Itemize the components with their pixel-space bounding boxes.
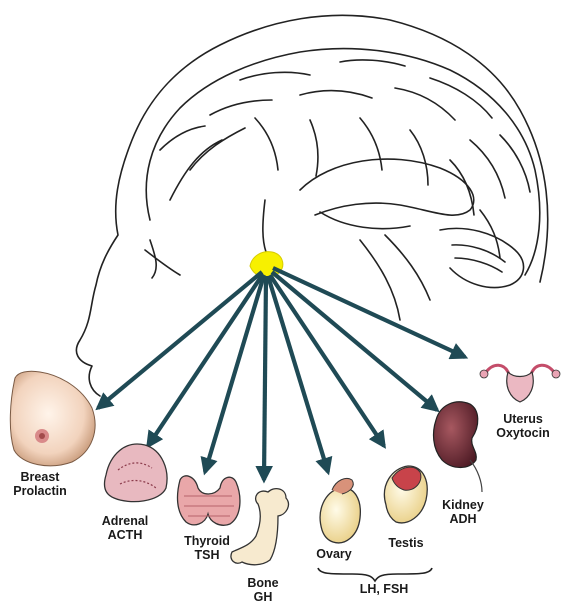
- label-bone: Bone GH: [247, 576, 278, 604]
- breast-hormone-label: Prolactin: [13, 484, 67, 498]
- arrow-to-bone: [264, 276, 266, 480]
- uterus-organ-label: Uterus: [496, 412, 550, 426]
- label-testis: Testis: [388, 536, 423, 550]
- thyroid-hormone-label: TSH: [184, 548, 230, 562]
- arrow-to-breast: [98, 272, 262, 408]
- testis-organ-label: Testis: [388, 536, 423, 550]
- kidney-illustration: [434, 402, 482, 492]
- gonad-hormones-text: LH, FSH: [360, 582, 409, 596]
- adrenal-organ-label: Adrenal: [102, 514, 149, 528]
- ovary-organ-label: Ovary: [316, 547, 351, 561]
- ovary-illustration: [320, 478, 360, 542]
- adrenal-hormone-label: ACTH: [102, 528, 149, 542]
- bone-organ-label: Bone: [247, 576, 278, 590]
- label-ovary: Ovary: [316, 547, 351, 561]
- kidney-organ-label: Kidney: [442, 498, 484, 512]
- uterus-hormone-label: Oxytocin: [496, 426, 550, 440]
- arrow-to-adrenal: [148, 274, 263, 446]
- adrenal-illustration: [105, 444, 168, 502]
- label-gonad-hormones: LH, FSH: [360, 582, 409, 596]
- breast-organ-label: Breast: [13, 470, 67, 484]
- kidney-hormone-label: ADH: [442, 512, 484, 526]
- arrow-to-ovary: [268, 276, 328, 472]
- pituitary-gland: [250, 252, 283, 278]
- testis-illustration: [384, 466, 427, 523]
- label-breast: Breast Prolactin: [13, 470, 67, 498]
- label-adrenal: Adrenal ACTH: [102, 514, 149, 542]
- arrow-to-testis: [270, 275, 384, 446]
- thyroid-illustration: [178, 476, 240, 525]
- bone-hormone-label: GH: [247, 590, 278, 604]
- label-thyroid: Thyroid TSH: [184, 534, 230, 562]
- arrow-to-uterus: [273, 268, 465, 357]
- thyroid-organ-label: Thyroid: [184, 534, 230, 548]
- uterus-illustration: [480, 365, 560, 402]
- arrow-to-kidney: [272, 272, 437, 410]
- gonads-bracket: [318, 568, 432, 581]
- label-kidney: Kidney ADH: [442, 498, 484, 526]
- breast-illustration: [10, 371, 95, 466]
- arrow-to-thyroid: [205, 275, 264, 472]
- label-uterus: Uterus Oxytocin: [496, 412, 550, 440]
